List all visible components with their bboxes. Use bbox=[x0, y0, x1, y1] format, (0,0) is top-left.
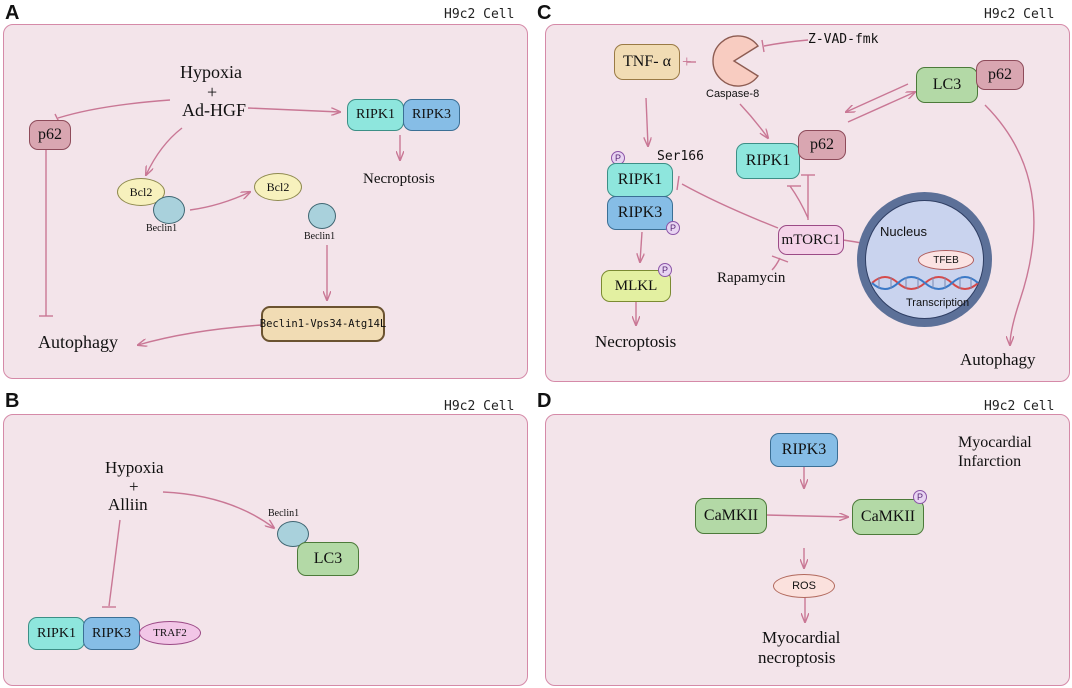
c-tfeb: TFEB bbox=[918, 250, 974, 270]
panel-label-c: C bbox=[537, 2, 552, 24]
d-ros: ROS bbox=[773, 574, 835, 598]
c-dna-icon bbox=[871, 276, 979, 290]
panel-d-cell-label: H9c2 Cell bbox=[984, 399, 1055, 414]
d-camk: CaMKII bbox=[695, 498, 767, 534]
arrow-a-to-bcl2 bbox=[146, 127, 183, 175]
a-autophagy: Autophagy bbox=[38, 332, 118, 352]
c-zvad: Z-VAD-fmk bbox=[808, 32, 879, 47]
d-ripk3: RIPK3 bbox=[770, 433, 838, 467]
tbar-c-ripk1 bbox=[676, 175, 680, 191]
line-b-inhibit-ripk bbox=[108, 519, 121, 607]
b-beclin1-label: Beclin1 bbox=[268, 508, 300, 519]
a-beclin1-free-label: Beclin1 bbox=[304, 231, 336, 242]
d-outcome-line1: Myocardial bbox=[762, 628, 841, 647]
arrow-a-hypoxia-to-p62-inhibit bbox=[57, 99, 171, 119]
c-mtorc1: mTORC1 bbox=[778, 225, 844, 255]
b-ripk1: RIPK1 bbox=[28, 617, 85, 650]
arrow-c-casp-to-ripk1 bbox=[739, 103, 768, 138]
line-c-rapamycin-inhibit bbox=[771, 257, 781, 271]
a-beclin1-bound-label: Beclin1 bbox=[146, 223, 178, 234]
a-p62: p62 bbox=[29, 120, 71, 150]
line-c-mtorc1-inhibit-ripk1-mid bbox=[789, 185, 809, 219]
panel-label-a: A bbox=[5, 2, 20, 24]
d-mi-line1: Myocardial bbox=[958, 434, 1032, 451]
panel-a-cell-label: H9c2 Cell bbox=[444, 7, 515, 22]
c-caspase8-icon bbox=[712, 35, 760, 87]
line-c-mtorc1-inhibit-ripk1 bbox=[681, 183, 779, 229]
c-p62-mid: p62 bbox=[798, 130, 846, 160]
arrow-c-lc3-to-p62 bbox=[846, 83, 909, 112]
panel-b-cell-label: H9c2 Cell bbox=[444, 399, 515, 414]
b-treatment: Alliin bbox=[108, 495, 148, 514]
c-necroptosis: Necroptosis bbox=[595, 332, 677, 351]
a-ripk1: RIPK1 bbox=[347, 99, 404, 131]
c-transcription: Transcription bbox=[906, 297, 970, 309]
b-lc3: LC3 bbox=[297, 542, 359, 576]
arrow-a-to-ripk bbox=[247, 107, 340, 112]
a-complex: Beclin1-Vps34-Atg14L bbox=[260, 306, 386, 342]
c-ripk1-mid: RIPK1 bbox=[736, 143, 800, 179]
panel-label-d: D bbox=[537, 390, 552, 412]
a-bcl2-bound: Bcl2 bbox=[117, 178, 165, 206]
c-caspase8-label: Caspase-8 bbox=[706, 88, 760, 100]
arrow-b-to-beclin bbox=[162, 491, 274, 528]
b-traf2: TRAF2 bbox=[139, 621, 201, 645]
arrow-c-p62-to-lc3 bbox=[847, 92, 915, 123]
arrow-c-lc3-to-autophagy bbox=[984, 104, 1035, 345]
line-c-zvad-inhibit bbox=[763, 39, 809, 47]
c-p62-top: p62 bbox=[976, 60, 1024, 90]
arrow-a-complex-to-autophagy bbox=[138, 324, 263, 345]
c-ripk3: RIPK3 bbox=[607, 196, 673, 230]
c-ser166: Ser166 bbox=[657, 149, 704, 164]
b-ripk3: RIPK3 bbox=[83, 617, 140, 650]
panel-label-b: B bbox=[5, 390, 20, 412]
c-mlkl: MLKL bbox=[601, 270, 671, 302]
a-beclin1-bound-shape bbox=[153, 196, 185, 224]
tbar-c-caspase bbox=[761, 39, 765, 53]
c-phos-mlkl: P bbox=[658, 263, 672, 277]
b-hypoxia: Hypoxia bbox=[105, 458, 164, 477]
a-hypoxia: Hypoxia bbox=[180, 62, 242, 82]
arrow-c-tnf-to-ripk1 bbox=[646, 97, 648, 146]
d-outcome-line2: necroptosis bbox=[758, 648, 836, 667]
panel-c-cell-label: H9c2 Cell bbox=[984, 7, 1055, 22]
b-beclin1-shape bbox=[277, 521, 309, 547]
a-bcl2-free: Bcl2 bbox=[254, 173, 302, 201]
arrow-a-bcl2-dissociation bbox=[189, 192, 250, 211]
tbar-c-mtorc1 bbox=[771, 255, 789, 263]
arrow-c-ripk3-to-mlkl bbox=[640, 231, 642, 262]
c-plus: + bbox=[682, 52, 692, 71]
a-beclin1-free-shape bbox=[308, 203, 336, 229]
c-rapamycin: Rapamycin bbox=[717, 270, 786, 286]
b-plus: + bbox=[129, 477, 139, 496]
c-lc3: LC3 bbox=[916, 67, 978, 103]
arrow-d-camk-phosphorylation bbox=[765, 515, 848, 517]
c-phos-ripk3: P bbox=[666, 221, 680, 235]
a-necroptosis: Necroptosis bbox=[363, 171, 435, 187]
a-treatment: Ad-HGF bbox=[182, 100, 247, 120]
c-autophagy: Autophagy bbox=[960, 350, 1036, 369]
c-ripk1: RIPK1 bbox=[607, 163, 673, 197]
d-camk-phos: CaMKII bbox=[852, 499, 924, 535]
d-mi-line2: Infarction bbox=[958, 453, 1022, 470]
d-phos: P bbox=[913, 490, 927, 504]
a-ripk3: RIPK3 bbox=[403, 99, 460, 131]
c-nucleus-label: Nucleus bbox=[880, 224, 927, 239]
c-tnf: TNF- α bbox=[614, 44, 680, 80]
a-plus: + bbox=[207, 82, 218, 102]
